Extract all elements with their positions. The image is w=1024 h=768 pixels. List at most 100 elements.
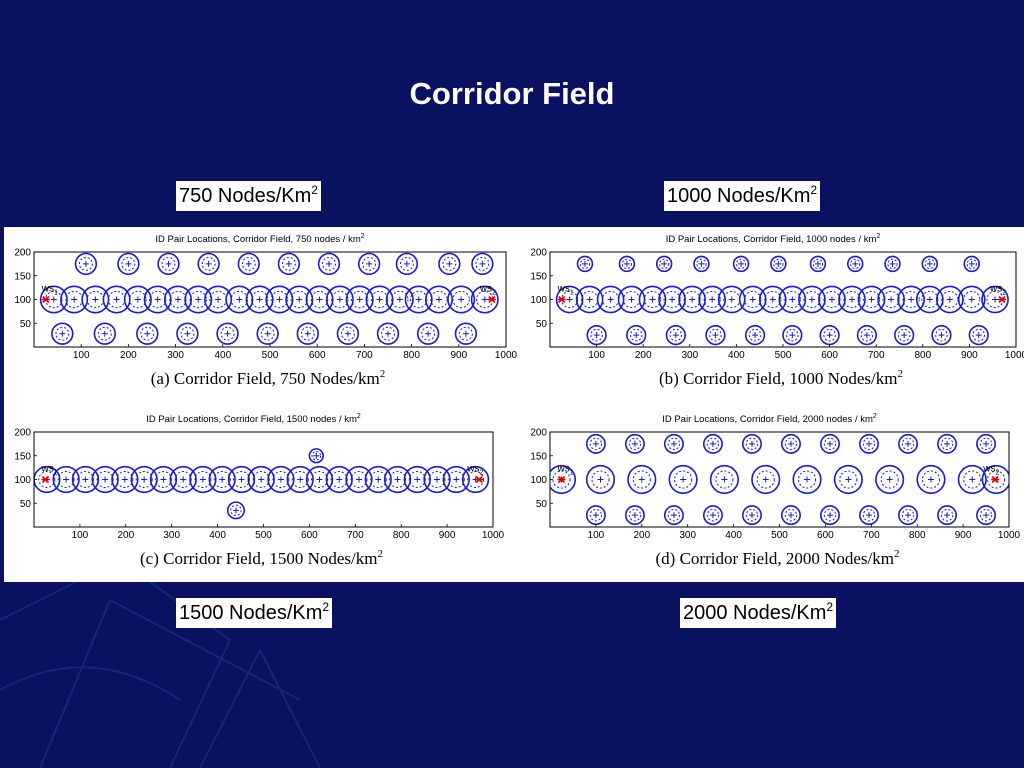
corridor-circle (877, 285, 905, 314)
station-label: ws2 (982, 464, 999, 477)
corridor-circle (169, 465, 197, 494)
y-tick-label: 100 (530, 475, 547, 486)
upper-circle (780, 433, 801, 454)
x-tick-label: 200 (120, 350, 137, 361)
lower-circle (376, 322, 400, 345)
corridor-circle (875, 464, 905, 495)
lower-circle (176, 322, 199, 345)
x-tick-label: 200 (117, 530, 134, 541)
corridor-circle (143, 285, 172, 314)
corridor-circle (81, 285, 110, 314)
x-tick-label: 500 (262, 350, 279, 361)
lower-circle (937, 505, 958, 526)
x-tick-label: 900 (961, 350, 978, 361)
x-tick-label: 900 (450, 350, 467, 361)
x-tick-label: 300 (163, 530, 180, 541)
lower-circle (702, 505, 723, 526)
corridor-circle (123, 285, 152, 314)
upper-circle (655, 255, 673, 273)
corridor-circle (383, 465, 412, 494)
lower-circle (136, 322, 159, 345)
corridor-circle (423, 465, 451, 494)
corridor-circle (385, 285, 414, 314)
lower-circle (51, 322, 74, 345)
lower-circle (968, 325, 989, 346)
lower-circle (585, 505, 606, 526)
figure-panel: 100 200 300 400 500 600 700 800 900 1000 50 100 150 2… (4, 227, 1024, 582)
corridor-circle (365, 285, 394, 314)
y-tick-label: 50 (536, 319, 548, 330)
corridor-circle (163, 285, 192, 314)
x-tick-label: 900 (439, 530, 456, 541)
upper-circle (859, 433, 879, 454)
station-label: ws2 (989, 284, 1006, 297)
lower-circle (663, 505, 684, 526)
x-tick-label: 700 (347, 530, 364, 541)
plot-2: 1002003004005006007008009001000501001502… (530, 248, 1024, 362)
label-1000: 1000 Nodes/Km2 (664, 181, 821, 211)
upper-circle (117, 252, 140, 276)
x-tick-label: 600 (301, 530, 318, 541)
station-marker (557, 295, 566, 304)
x-tick-label: 800 (909, 530, 926, 541)
plot-4-marks (550, 433, 1009, 526)
upper-circle (732, 255, 750, 273)
station-label: ws2 (479, 284, 496, 297)
upper-circle (395, 252, 419, 276)
upper-circle (937, 433, 958, 454)
x-tick-label: 1000 (998, 530, 1021, 541)
y-tick-label: 200 (14, 428, 31, 439)
plot-1-marks (39, 252, 499, 345)
x-tick-label: 200 (635, 350, 652, 361)
corridor-circle (71, 465, 100, 494)
station-label: ws1 (41, 284, 58, 297)
upper-circle (884, 255, 901, 273)
corridor-circle (792, 464, 822, 495)
x-tick-label: 800 (403, 350, 420, 361)
corridor-circle (668, 464, 698, 495)
x-tick-label: 100 (73, 350, 90, 361)
corridor-circle (305, 465, 334, 494)
x-tick-label: 300 (679, 530, 696, 541)
y-tick-label: 150 (14, 451, 31, 462)
corridor-circle (325, 465, 353, 494)
corridor-circle (325, 285, 354, 314)
station-marker (487, 295, 496, 304)
x-tick-label: 900 (955, 530, 972, 541)
upper-circle (741, 433, 762, 454)
label-750: 750 Nodes/Km2 (176, 181, 321, 211)
corridor-circle (470, 285, 499, 314)
lower-circle (626, 325, 647, 346)
x-tick-label: 700 (863, 530, 880, 541)
x-tick-label: 400 (728, 350, 745, 361)
plot-title: ID Pair Locations, Corridor Field, 2000 … (662, 413, 877, 425)
lower-circle (859, 505, 879, 526)
y-tick-label: 200 (530, 248, 547, 259)
corridor-circle (957, 285, 986, 314)
label-2000: 2000 Nodes/Km2 (680, 598, 837, 628)
lower-circle (744, 325, 766, 346)
figure-caption: (c) Corridor Field, 1500 Nodes/km2 (140, 548, 383, 569)
corridor-circle (204, 285, 233, 314)
x-tick-label: 1000 (495, 350, 518, 361)
upper-circle (585, 433, 606, 454)
y-tick-label: 50 (20, 499, 32, 510)
corridor-circle (404, 285, 433, 314)
x-tick-label: 300 (167, 350, 184, 361)
corridor-circle (758, 285, 787, 314)
upper-circle (576, 255, 594, 273)
y-tick-label: 100 (14, 475, 31, 486)
x-tick-label: 800 (393, 530, 410, 541)
upper-circle (317, 252, 341, 276)
upper-circle (277, 252, 301, 276)
x-tick-label: 500 (771, 530, 788, 541)
lower-circle (226, 501, 246, 520)
y-tick-label: 100 (530, 295, 547, 306)
lower-circle (898, 505, 919, 526)
station-marker (991, 475, 1000, 484)
x-tick-label: 400 (725, 530, 742, 541)
corridor-circle (617, 285, 646, 314)
corridor-circle (447, 285, 476, 314)
corridor-circle (678, 285, 706, 314)
upper-circle (308, 448, 324, 464)
